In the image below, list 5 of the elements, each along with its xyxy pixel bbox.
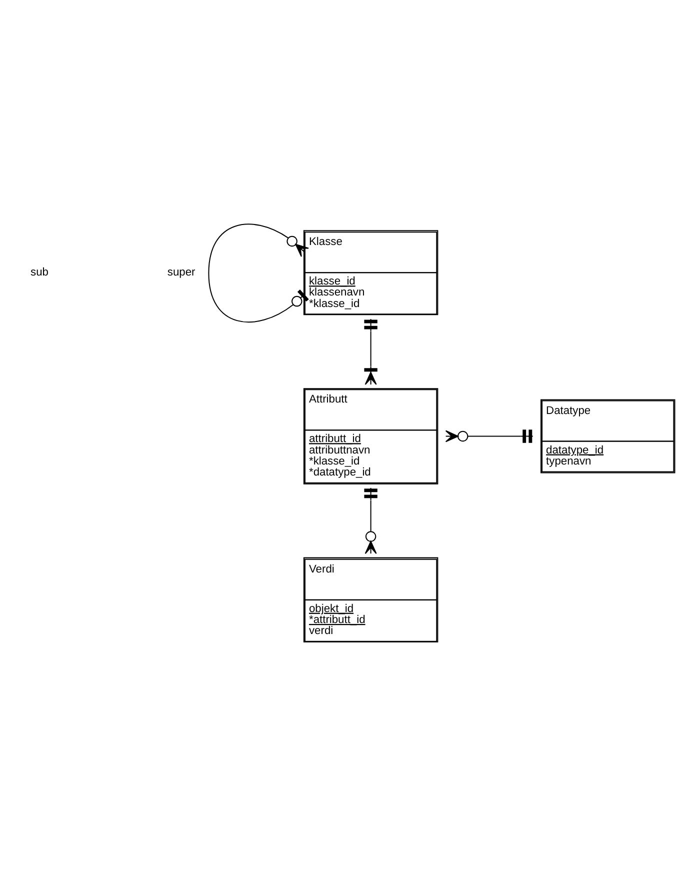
connector	[445, 430, 533, 443]
connector	[364, 488, 378, 554]
label: super	[167, 266, 196, 278]
connector	[208, 224, 310, 322]
label: sub	[30, 266, 48, 278]
